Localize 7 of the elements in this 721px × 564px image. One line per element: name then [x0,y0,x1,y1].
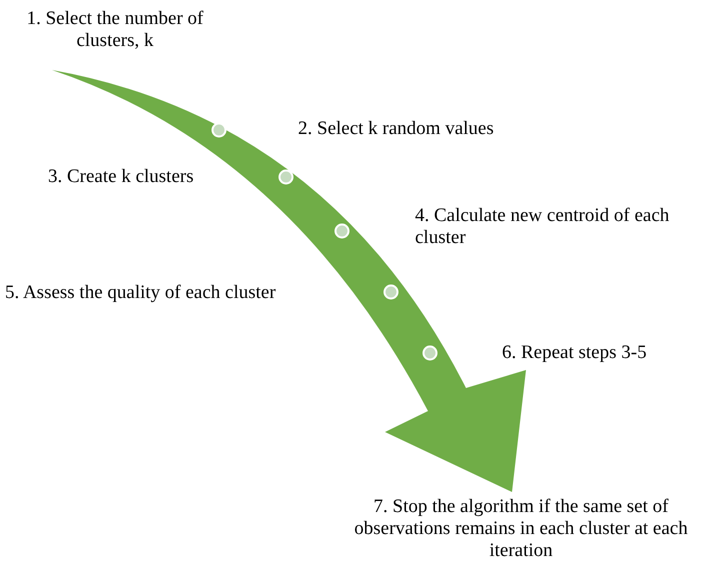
step-label: 3. Create k clusters [48,166,195,188]
step-label: 4. Calculate new centroid of each cluster [415,205,670,249]
step-label: 5. Assess the quality of each cluster [5,282,277,304]
step-label: 2. Select k random values [298,118,495,140]
step-label: 1. Select the number of clusters, k [26,8,204,52]
step-label: 7. Stop the algorithm if the same set of observations remains in each cluster at each iteration [353,496,689,562]
step-label: 6. Repeat steps 3-5 [502,342,648,364]
